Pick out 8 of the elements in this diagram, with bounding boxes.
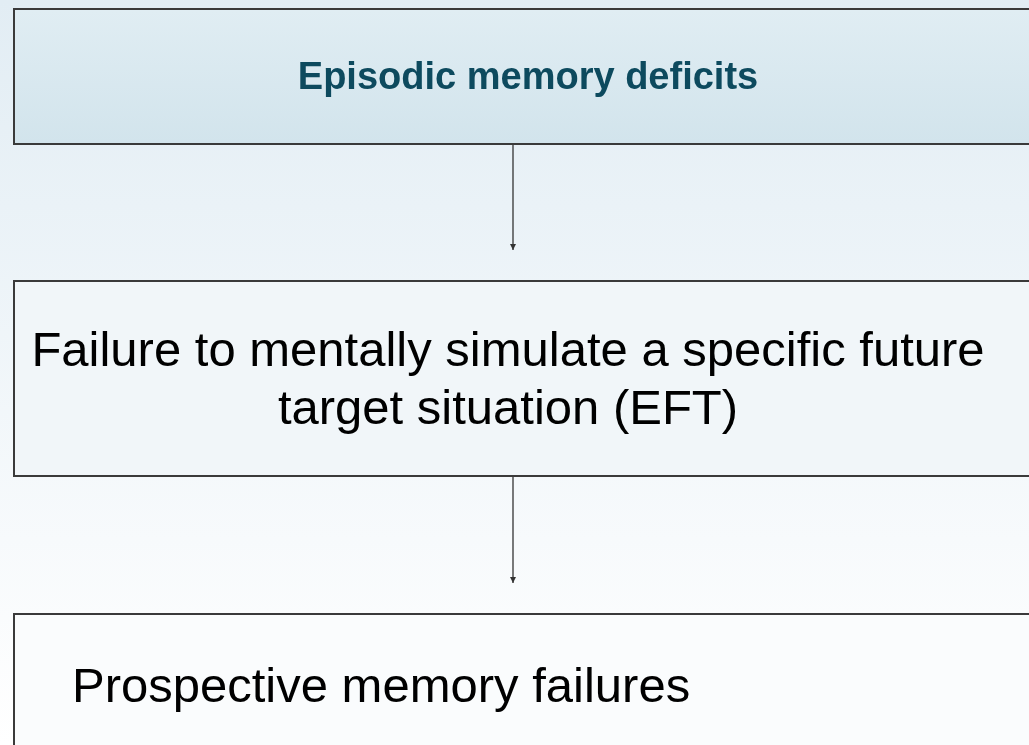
box-text: Prospective memory failures (72, 656, 691, 714)
process-box (13, 280, 1029, 477)
arrow (509, 144, 517, 251)
arrow (509, 476, 517, 584)
process-box (13, 613, 1029, 745)
title-box (13, 8, 1029, 145)
heading: Episodic memory deficits (297, 54, 759, 99)
box-text: Failure to mentally simulate a specific future target situation (EFT) (30, 320, 986, 436)
